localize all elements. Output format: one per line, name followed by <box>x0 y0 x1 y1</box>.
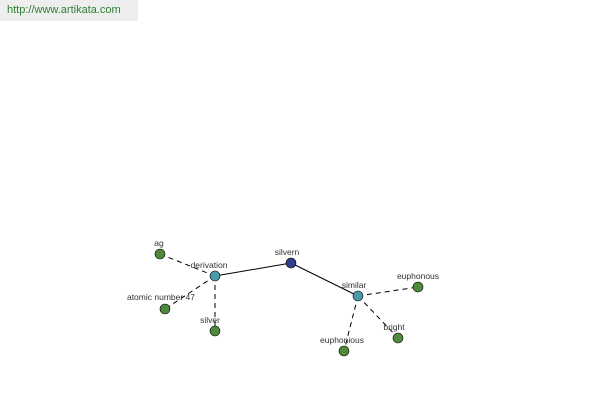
node-marker-silver[interactable] <box>209 325 221 337</box>
node-marker-atomic-number-47[interactable] <box>159 303 171 315</box>
node-label-similar[interactable]: similar <box>342 280 367 290</box>
node-marker-euphonous[interactable] <box>412 281 424 293</box>
edge-derivation-atomic-number-47 <box>164 275 216 310</box>
node-marker-silvern[interactable] <box>285 257 297 269</box>
edge-silvern-similar <box>290 262 359 297</box>
node-label-silvern[interactable]: silvern <box>275 247 300 257</box>
edge-similar-bright <box>357 295 399 339</box>
node-marker-bright[interactable] <box>392 332 404 344</box>
node-label-euphonous[interactable]: euphonous <box>397 271 439 281</box>
node-marker-euphonious[interactable] <box>338 345 350 357</box>
graph-edges <box>159 253 419 352</box>
edge-derivation-ag <box>159 253 216 277</box>
node-marker-derivation[interactable] <box>209 270 221 282</box>
node-similar[interactable]: similar <box>342 280 367 302</box>
node-bright[interactable]: bright <box>383 322 405 344</box>
node-euphonious[interactable]: euphonious <box>320 335 364 357</box>
node-atomic-number-47[interactable]: atomic number 47 <box>127 292 195 315</box>
node-derivation[interactable]: derivation <box>191 260 228 282</box>
watermark-link[interactable]: http://www.artikata.com <box>0 0 138 21</box>
node-label-bright[interactable]: bright <box>383 322 405 332</box>
node-label-ag[interactable]: ag <box>154 238 164 248</box>
node-label-euphonious[interactable]: euphonious <box>320 335 364 345</box>
edge-silvern-derivation <box>214 262 292 277</box>
node-marker-ag[interactable] <box>154 248 166 260</box>
node-ag[interactable]: ag <box>154 238 166 260</box>
node-silvern[interactable]: silvern <box>275 247 300 269</box>
node-euphonous[interactable]: euphonous <box>397 271 439 293</box>
node-label-derivation[interactable]: derivation <box>191 260 228 270</box>
node-marker-similar[interactable] <box>352 290 364 302</box>
graph-nodes: silvern derivation similar ag atomic number … <box>127 238 439 357</box>
edge-similar-euphonious <box>343 295 359 352</box>
node-label-silver[interactable]: silver <box>200 315 220 325</box>
node-label-atomic-number-47[interactable]: atomic number 47 <box>127 292 195 302</box>
node-silver[interactable]: silver <box>200 315 221 337</box>
edge-similar-euphonous <box>357 286 419 297</box>
